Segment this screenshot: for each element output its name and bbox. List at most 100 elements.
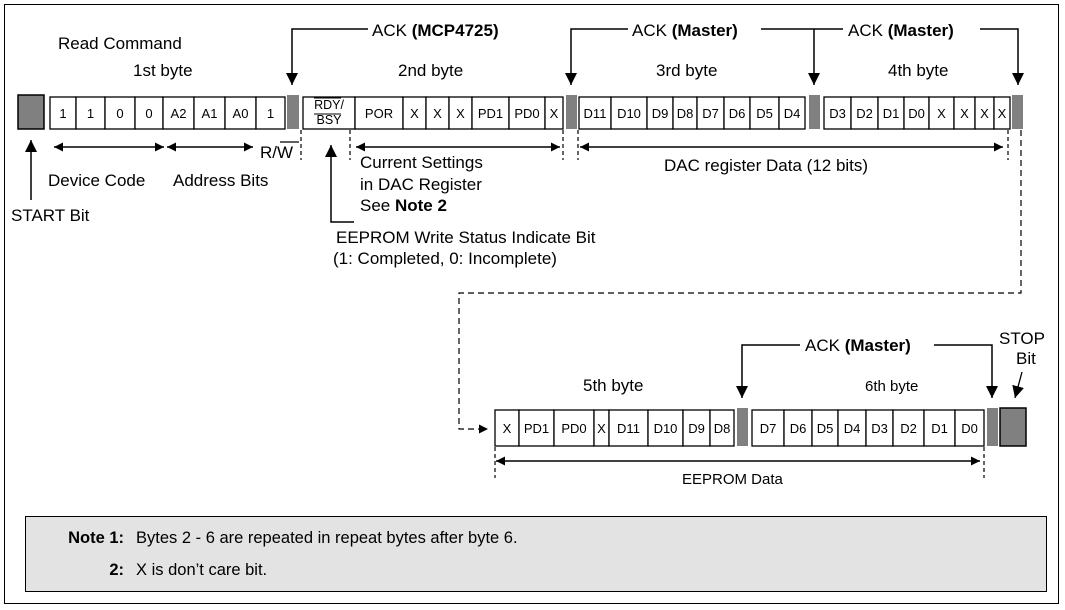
byte5-bit-3-label: X <box>597 421 606 436</box>
byte1-label: 1st byte <box>133 61 193 80</box>
byte3-label: 3rd byte <box>656 61 717 80</box>
byte5-bit-7-label: D8 <box>714 421 731 436</box>
byte6-bit-2-cell <box>811 409 839 447</box>
byte4-bit-4-cell <box>928 96 955 130</box>
ack-block-5 <box>737 408 748 446</box>
byte2-bit-5-cell <box>471 96 510 130</box>
ack-mcp4725-arrow <box>286 28 368 85</box>
byte2-bit-7-label: X <box>550 106 559 121</box>
start-bit-label: START Bit <box>11 206 90 225</box>
byte5-bit-5-cell <box>647 409 684 447</box>
byte1-bit-5-cell <box>193 96 226 130</box>
note-2-key: 2: <box>109 561 124 579</box>
rw-label: R/W <box>260 143 293 162</box>
byte2-bit-3-label: X <box>433 106 442 121</box>
byte4-bit-2-cell <box>877 96 905 130</box>
stop-label-2: Bit <box>1016 349 1036 368</box>
read-command-label: Read Command <box>58 34 182 53</box>
ack-master-label-3: ACK (Master) <box>805 336 911 355</box>
eeprom-status-label-1: EEPROM Write Status Indicate Bit <box>336 228 596 247</box>
byte5-label: 5th byte <box>583 376 644 395</box>
byte3-bit-5-label: D6 <box>729 106 746 121</box>
byte3-bit-7-label: D4 <box>784 106 801 121</box>
byte4-bit-1-label: D2 <box>856 106 873 121</box>
stop-label-1: STOP <box>999 329 1045 348</box>
eeprom-status-label-2: (1: Completed, 0: Incomplete) <box>333 249 557 268</box>
eeprom-data-label: EEPROM Data <box>682 471 784 488</box>
byte6-bit-2-label: D5 <box>817 421 834 436</box>
byte5-bit-2-cell <box>553 409 595 447</box>
byte2-label: 2nd byte <box>398 61 463 80</box>
byte2-bit-1-label: POR <box>365 106 393 121</box>
byte2-bit-1-cell <box>354 96 404 130</box>
current-settings-label-1: Current Settings <box>360 153 483 172</box>
dac-data-label: DAC register Data (12 bits) <box>664 156 868 175</box>
byte4-bit-7-label: X <box>998 106 1007 121</box>
byte5-bit-6-label: D9 <box>688 421 705 436</box>
byte2-bit-7-cell <box>544 96 564 130</box>
byte6-label: 6th byte <box>865 378 918 395</box>
ack-block-2 <box>566 95 577 129</box>
byte6-bit-7-label: D0 <box>961 421 978 436</box>
device-code-label: Device Code <box>48 171 145 190</box>
byte1-bit-4-label: A2 <box>171 106 187 121</box>
notes-box: Note 1: Bytes 2 - 6 are repeated in repe… <box>25 516 1047 592</box>
byte6-bit-3-label: D4 <box>844 421 861 436</box>
current-settings-label-2: in DAC Register <box>360 175 482 194</box>
byte2-bit-5-label: PD1 <box>478 106 503 121</box>
byte2-bit-0-label-bottom: BSY <box>316 113 342 127</box>
byte2-bit-0-label-top: RDY/ <box>314 98 344 112</box>
byte4-bit-5-label: X <box>960 106 969 121</box>
byte4-bit-0-label: D3 <box>829 106 846 121</box>
byte5-bit-2-label: PD0 <box>561 421 586 436</box>
byte5-bit-4-label: D11 <box>617 421 640 436</box>
byte1-bit-1-label: 1 <box>87 106 94 121</box>
byte1-bit-2-label: 0 <box>116 106 123 121</box>
byte1-bit-0-label: 1 <box>59 106 66 121</box>
ack-master-arrow-3 <box>980 28 1024 85</box>
ack-master-label-1: ACK (Master) <box>632 21 738 40</box>
byte6-bit-0-label: D7 <box>760 421 777 436</box>
stop-bit-arrow <box>1012 371 1024 399</box>
byte4-bit-7-cell <box>993 96 1011 130</box>
byte5-bit-5-label: D10 <box>654 421 678 436</box>
byte3-bit-7-cell <box>778 96 806 130</box>
byte1-bit-0-cell <box>49 96 77 130</box>
ack-master-arrow-1 <box>565 28 628 85</box>
ack-block-6 <box>987 408 998 446</box>
byte1-bit-3-cell <box>134 96 164 130</box>
byte2-bit-6-label: PD0 <box>514 106 539 121</box>
ack-master-arrow-5 <box>934 344 998 398</box>
byte3-bit-1-cell <box>610 96 648 130</box>
byte3-bit-1-label: D10 <box>617 106 641 121</box>
byte4-bit-4-label: X <box>937 106 946 121</box>
byte2-bit-2-label: X <box>410 106 419 121</box>
byte3-bit-2-cell <box>646 96 674 130</box>
ack-master-label-2: ACK (Master) <box>848 21 954 40</box>
ack-block-3 <box>809 95 820 129</box>
byte1-bit-5-label: A1 <box>202 106 218 121</box>
byte5-bit-7-cell <box>709 409 735 447</box>
byte4-bit-2-label: D1 <box>883 106 900 121</box>
byte3-bit-4-label: D7 <box>702 106 719 121</box>
byte4-bit-3-label: D0 <box>908 106 925 121</box>
byte1-bit-7-label: 1 <box>267 106 274 121</box>
byte1-bit-3-label: 0 <box>145 106 152 121</box>
ack-mcp4725-label: ACK (MCP4725) <box>372 21 499 40</box>
ack-block-4 <box>1012 95 1023 129</box>
byte6-bit-7-cell <box>954 409 985 447</box>
ack-master-arrow-4 <box>736 344 800 398</box>
eeprom-status-pointer <box>325 145 354 223</box>
see-note-label: See Note 2 <box>360 196 447 215</box>
byte6-bit-0-cell <box>751 409 785 447</box>
byte-boundary-guides <box>300 130 1009 478</box>
byte3-bit-6-cell <box>749 96 780 130</box>
start-bit-block <box>17 94 45 130</box>
note-1-key: Note 1: <box>68 529 124 547</box>
